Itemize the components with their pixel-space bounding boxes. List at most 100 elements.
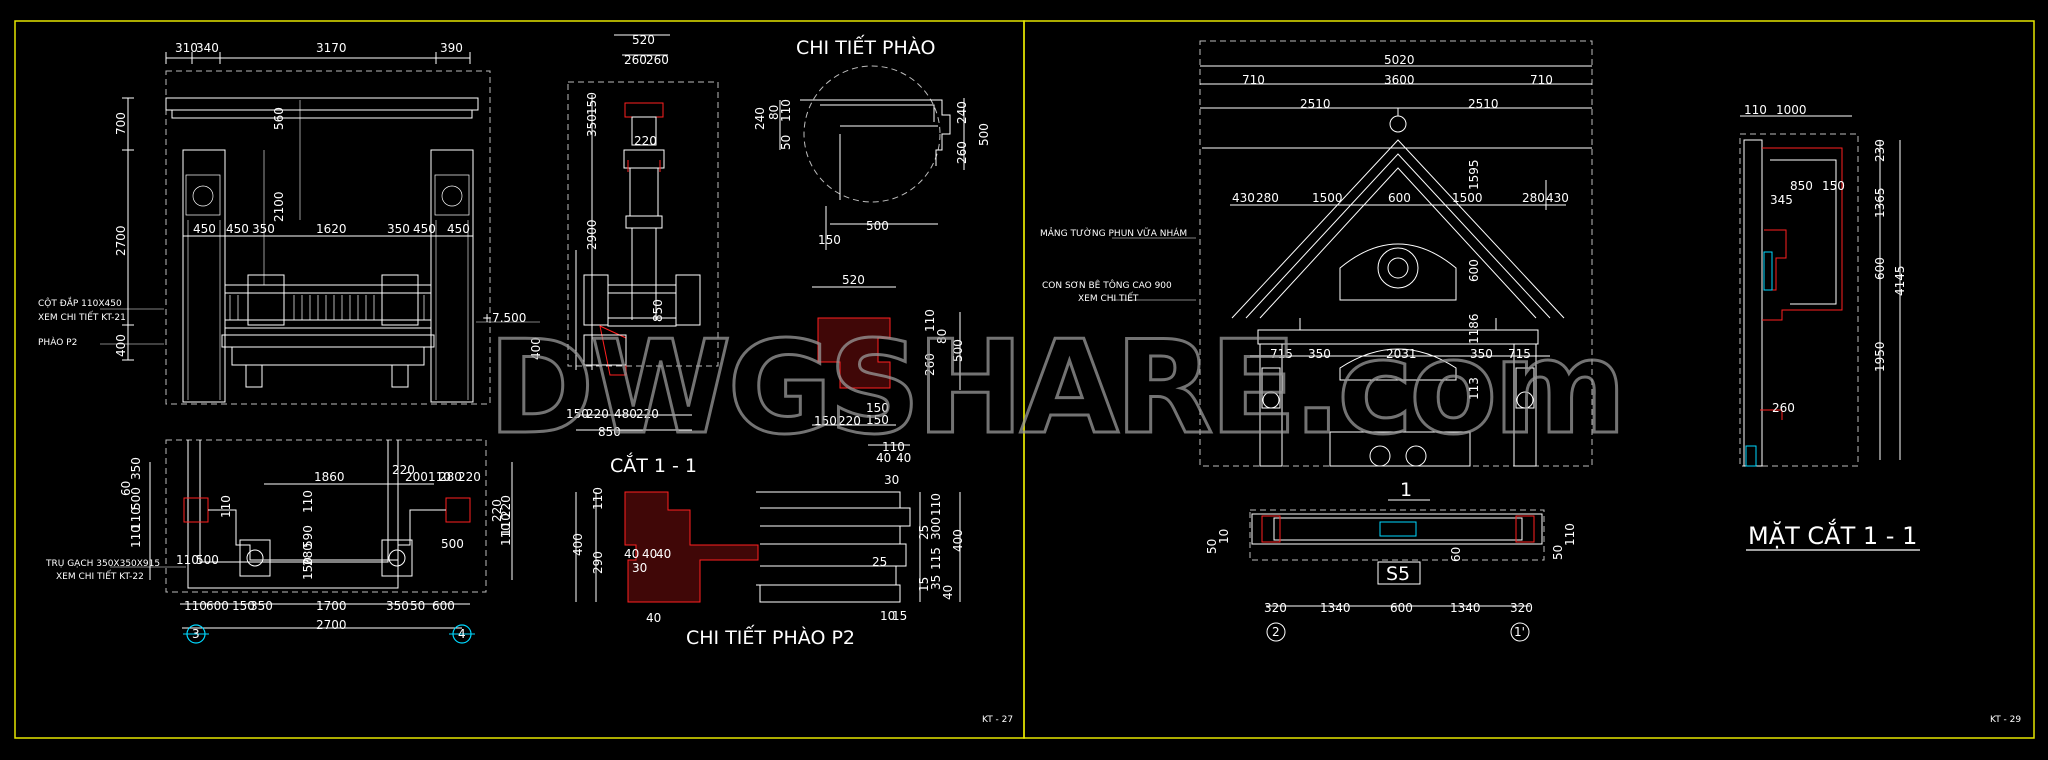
dim-text: 350 [1308,347,1331,361]
dim-text: 80 [767,105,781,120]
dim-text: 240 [955,101,969,124]
dim-text: 110 [184,599,207,613]
dim-text: 40 [656,547,671,561]
dim-text: 110 [219,495,233,518]
plan-axes: 3 4 [183,624,475,644]
sheet-code: KT - 27 [982,715,1013,725]
dim-text: 150 [232,599,255,613]
dim-text: 850 [1790,179,1813,193]
dim-text: 150 [866,413,889,427]
dim-text: 450 [447,222,470,236]
dim-text: 450 [193,222,216,236]
dim-text: 50 [1205,539,1219,554]
note-text: XEM CHI TIẾT [1078,292,1139,304]
dim-text: 320 [1510,601,1533,615]
dim-text: 150 [301,557,315,580]
dim-text: 110 [591,487,605,510]
dim-text: 30 [632,561,647,575]
cornice-detail-texts: CHI TIẾT PHÀO 240 80 110 50 240 260 500 … [753,34,991,247]
dim-text: 350 [585,114,599,137]
dim-text: 590 [301,525,315,548]
axis-label: 3 [192,627,200,641]
dim-text: 500 [129,487,143,510]
dim-text: 1365 [1873,187,1887,218]
dim-text: 340 [196,41,219,55]
balusters [229,295,425,320]
dim-text: 600 [432,599,455,613]
dim-text: 850 [598,425,621,439]
dim-text: 260 [955,141,969,164]
dim-text: 40 [941,585,955,600]
note-text: CON SƠN BÊ TÔNG CAO 900 [1042,279,1172,291]
dim-text: 40 [896,451,911,465]
gable-elevation [1112,40,1593,467]
note-text: CỘT ĐẮP 110X450 [38,296,122,309]
dim-text: 710 [1530,73,1553,87]
dim-text: 30 [884,473,899,487]
dim-text: 4145 [1893,265,1907,296]
dim-text: 220 [586,407,609,421]
dim-text: 500 [441,537,464,551]
dim-text: 220 [392,463,415,477]
elevation-texts: 310 340 3170 390 450 450 350 1620 350 45… [38,41,526,357]
dim-text: 390 [440,41,463,55]
elevation-boundary [165,70,491,405]
dim-text: 1950 [1873,341,1887,372]
dim-text: 1186 [1467,313,1481,344]
axis-label: 2 [1272,625,1280,639]
dim-text: 40 [624,547,639,561]
dim-text: 150 [585,92,599,115]
dim-text: 220 [634,134,657,148]
dim-text: 60 [119,481,133,496]
dim-text: 115 [929,547,943,570]
wall-section-texts: 110 1000 345 850 150 260 230 1365 600 19… [1744,103,1920,551]
dim-text: 430 [1232,191,1255,205]
dim-text: 10 [880,609,895,623]
note-text: MẢNG TƯỜNG PHUN VỮA NHÁM [1040,227,1187,239]
dim-text: 110 [129,507,143,530]
dim-text: 715 [1508,347,1531,361]
dim-text: 520 [842,273,865,287]
column-section [567,34,719,431]
dim-text: 280 [301,543,315,566]
dim-text: 110 [499,523,513,546]
level-mark: +7.500 [482,311,526,325]
dim-text: 80 [935,329,949,344]
gate-plan [110,439,513,629]
dim-text: 2700 [316,618,347,632]
dim-text: 710 [1242,73,1265,87]
dim-text: 500 [866,219,889,233]
sheet-code: KT - 29 [1990,715,2021,725]
dim-text: 400 [951,529,965,552]
dim-text: 430 [1546,191,1569,205]
dim-text: 240 [753,107,767,130]
dim-text: 350 [386,599,409,613]
dim-text: 3600 [1384,73,1415,87]
dim-text: 10 [1217,529,1231,544]
dim-text: 110 [882,440,905,454]
dim-text: 480 [614,407,637,421]
cornice-p2-texts: 110 40 40 30 110 290 400 40 40 40 30 25 … [571,440,965,649]
dim-text: 2100 [272,191,286,222]
dim-text: 280 [1256,191,1279,205]
watermark-logo: DWGSHARE.com [488,314,1623,463]
dim-text: 150 [814,414,837,428]
dim-text: 2510 [1468,97,1499,111]
dim-text: 715 [1270,347,1293,361]
gable-plan-strip [1249,499,1545,642]
dim-text: 500 [951,339,965,362]
dim-text: 230 [1873,139,1887,162]
dim-text: 400 [571,533,585,556]
dim-text: 15 [892,609,907,623]
dim-text: 1000 [1776,103,1807,117]
dim-text: 600 [206,599,229,613]
dim-text: 350 [129,457,143,480]
dim-text: 350 [250,599,273,613]
section-tag: S5 [1386,563,1410,585]
dim-text: 40 [876,451,891,465]
wall-section [1739,115,1901,467]
dim-text: 280 [1522,191,1545,205]
sheet-frames [14,20,2035,739]
